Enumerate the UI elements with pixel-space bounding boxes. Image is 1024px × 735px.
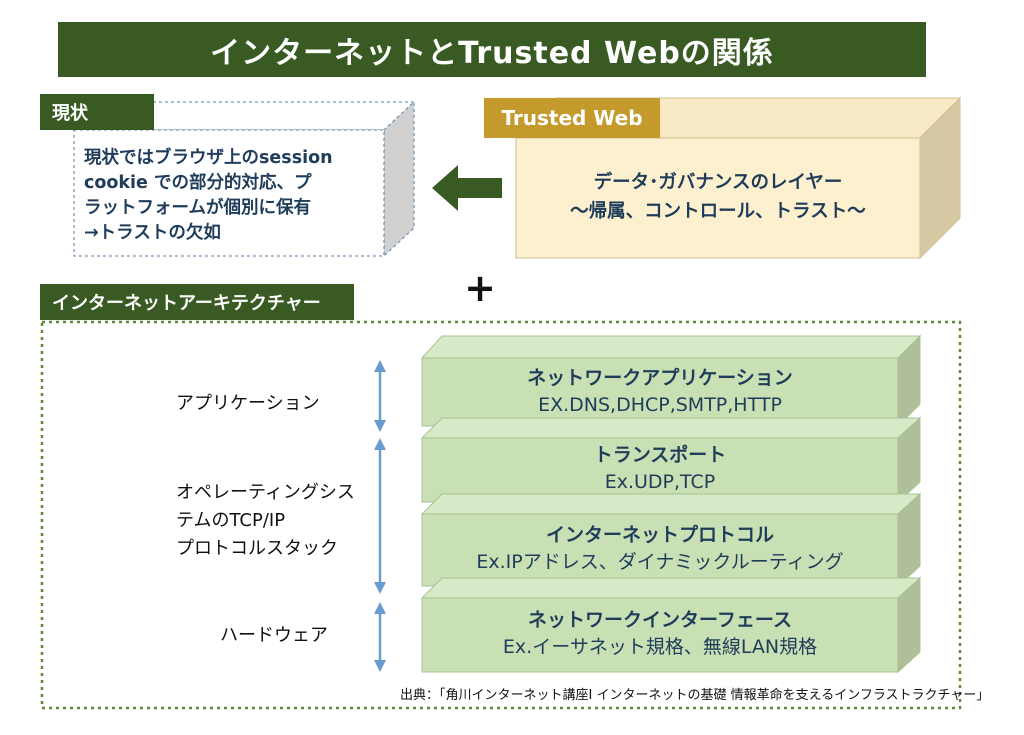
side-label-os-line: プロトコルスタック	[176, 538, 338, 559]
layer-text-application: ネットワークアプリケーション EX.DNS,DHCP,SMTP,HTTP	[423, 365, 897, 419]
status-box-side	[383, 100, 415, 258]
layer-text-internet-protocol: インターネットプロトコル Ex.IPアドレス、ダイナミックルーティング	[423, 522, 897, 576]
layer-transport	[420, 416, 922, 504]
status-line: cookie での部分的対応、プ	[84, 173, 312, 193]
status-description: 現状ではブラウザ上のsession cookie での部分的対応、プ ラットフォ…	[84, 146, 374, 246]
layer-detail: EX.DNS,DHCP,SMTP,HTTP	[538, 394, 782, 416]
status-box	[72, 100, 416, 258]
layer-network-application	[420, 334, 922, 428]
layer-title: トランスポート	[593, 444, 727, 466]
architecture-frame	[40, 320, 962, 710]
side-label-hardware: ハードウェア	[220, 625, 328, 646]
arrow-os	[374, 438, 386, 594]
layer-internet-protocol	[420, 492, 922, 588]
status-box-top	[72, 101, 416, 131]
side-label-os-line: オペレーティングシス	[176, 482, 355, 503]
status-tag: 現状	[40, 94, 154, 130]
trusted-web-tag: Trusted Web	[484, 98, 660, 138]
layer-text-network-interface: ネットワークインターフェース Ex.イーサネット規格、無線LAN規格	[423, 607, 897, 661]
layer-title: ネットワークアプリケーション	[527, 367, 793, 389]
layer-title: ネットワークインターフェース	[528, 609, 792, 631]
side-label-os: オペレーティングシス テムのTCP/IP プロトコルスタック	[176, 479, 355, 563]
layer-text-transport: トランスポート Ex.UDP,TCP	[423, 442, 897, 496]
page-title: インターネットとTrusted Webの関係	[58, 22, 926, 77]
layer-title: インターネットプロトコル	[545, 524, 774, 546]
architecture-tag: インターネットアーキテクチャー	[40, 284, 354, 320]
trusted-web-line: データ･ガバナンスのレイヤー	[593, 172, 843, 193]
layer-network-interface	[420, 576, 922, 674]
arrow-application	[374, 360, 386, 432]
layer-detail: Ex.UDP,TCP	[604, 471, 716, 493]
side-label-application: アプリケーション	[176, 393, 320, 414]
left-arrow	[432, 165, 502, 211]
status-line: 現状ではブラウザ上のsession	[84, 148, 333, 168]
layer-detail: Ex.IPアドレス、ダイナミックルーティング	[476, 551, 844, 573]
arrow-hardware	[374, 602, 386, 672]
status-line: ラットフォームが個別に保有	[84, 198, 311, 218]
status-box-front	[73, 129, 385, 257]
trusted-web-box-front	[515, 137, 921, 259]
side-label-os-line: テムのTCP/IP	[176, 510, 286, 531]
trusted-web-description: データ･ガバナンスのレイヤー ～帰属、コントロール、トラスト～	[522, 168, 914, 226]
source-citation: 出典：「角川インターネット講座Ⅰ インターネットの基礎 情報革命を支えるインフラ…	[400, 688, 990, 703]
plus-sign: +	[464, 266, 496, 310]
layer-detail: Ex.イーサネット規格、無線LAN規格	[502, 636, 818, 658]
status-line: →トラストの欠如	[84, 223, 221, 243]
trusted-web-line: ～帰属、コントロール、トラスト～	[570, 201, 866, 222]
